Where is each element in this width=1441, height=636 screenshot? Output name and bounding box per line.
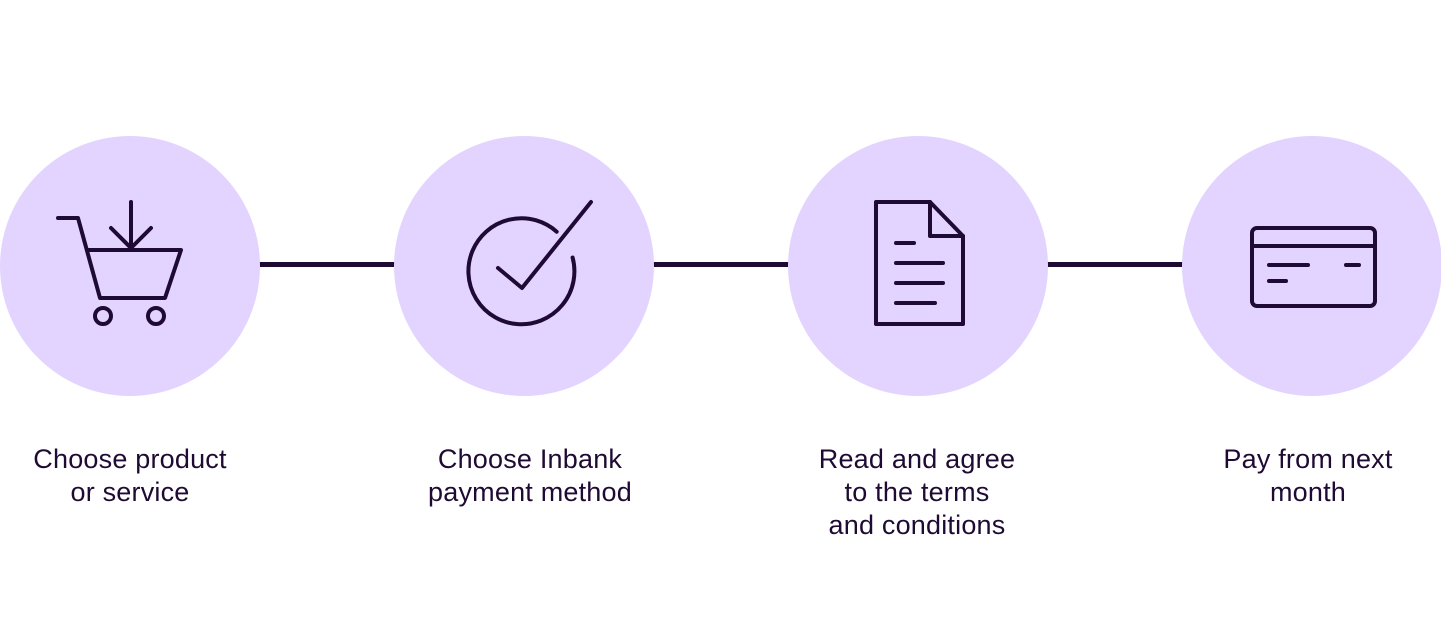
step-4-label-line-2: month	[1269, 477, 1347, 507]
connector-line-1-2	[258, 262, 398, 267]
step-1-label: Choose product or service	[0, 443, 280, 509]
step-4-circle	[1182, 136, 1441, 396]
document-icon	[874, 200, 965, 326]
step-4-label: Pay from next month	[1158, 443, 1441, 509]
step-2-circle	[394, 136, 654, 396]
shopping-cart-download-icon	[56, 200, 183, 326]
connector-line-2-3	[652, 262, 792, 267]
step-3-circle	[788, 136, 1048, 396]
step-3-label-line-2: to the terms	[844, 477, 990, 507]
credit-card-icon	[1250, 226, 1377, 308]
step-2-label-line-2: payment method	[428, 477, 632, 507]
step-4-label-line-1: Pay from next	[1223, 444, 1393, 474]
step-1-label-line-1: Choose product	[33, 444, 227, 474]
step-1-circle	[0, 136, 260, 396]
connector-line-3-4	[1046, 262, 1186, 267]
step-3-label: Read and agree to the terms and conditio…	[767, 443, 1067, 542]
check-circle-icon	[466, 200, 593, 327]
step-2-label-line-1: Choose Inbank	[437, 444, 623, 474]
step-3-label-line-1: Read and agree	[818, 444, 1016, 474]
step-1-label-line-2: or service	[70, 477, 190, 507]
step-2-label: Choose Inbank payment method	[380, 443, 680, 509]
step-3-label-line-3: and conditions	[828, 510, 1006, 540]
